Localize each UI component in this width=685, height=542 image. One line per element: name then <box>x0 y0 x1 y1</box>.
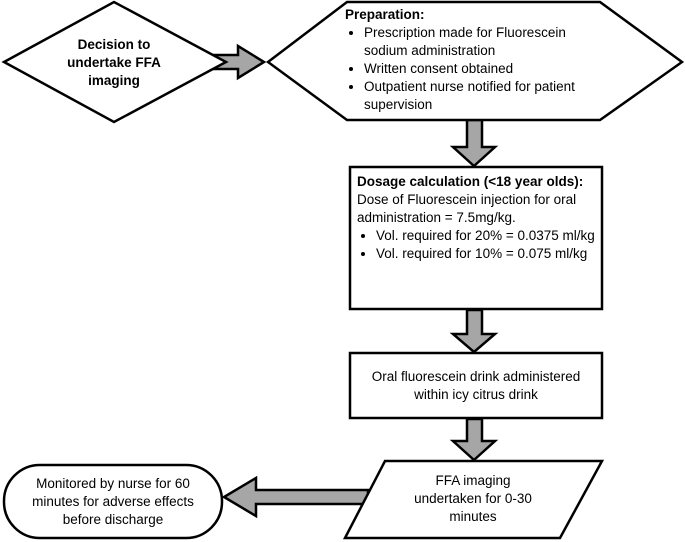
preparation-heading: Preparation: <box>345 7 425 22</box>
dosage-heading: Dosage calculation (<18 year olds): <box>357 174 584 189</box>
oral-box <box>348 351 604 420</box>
preparation-list: Prescription made for Fluorescein sodium… <box>345 24 601 114</box>
dosage-item: Vol. required for 10% = 0.075 ml/kg <box>376 245 599 263</box>
preparation-item: Written consent obtained <box>364 60 601 78</box>
dosage-content: Dosage calculation (<18 year olds): Dose… <box>357 173 599 263</box>
preparation-item: Outpatient nurse notified for patient su… <box>364 78 601 114</box>
arrow-preparation-to-dosage <box>449 118 499 168</box>
decision-diamond <box>1 0 229 124</box>
dosage-list: Vol. required for 20% = 0.0375 ml/kg Vol… <box>357 227 599 263</box>
monitoring-terminator <box>2 463 224 540</box>
arrow-oral-to-imaging <box>449 417 499 462</box>
dosage-box <box>348 165 604 311</box>
preparation-hexagon <box>265 0 685 122</box>
imaging-text: FFA imaging undertaken for 0-30 minutes <box>414 473 532 524</box>
imaging-parallelogram <box>342 459 605 540</box>
arrow-imaging-to-monitoring <box>221 475 370 519</box>
preparation-item: Prescription made for Fluorescein sodium… <box>364 24 601 60</box>
dosage-item: Vol. required for 20% = 0.0375 ml/kg <box>376 227 599 245</box>
monitoring-text: Monitored by nurse for 60 minutes for ad… <box>32 476 194 527</box>
preparation-content: Preparation: Prescription made for Fluor… <box>345 6 601 114</box>
oral-text: Oral fluorescein drink administered with… <box>371 369 581 402</box>
dosage-intro: Dose of Fluorescein injection for oral a… <box>357 192 577 225</box>
decision-text: Decision to undertake FFA imaging <box>67 37 161 88</box>
arrow-dosage-to-oral <box>449 308 499 354</box>
